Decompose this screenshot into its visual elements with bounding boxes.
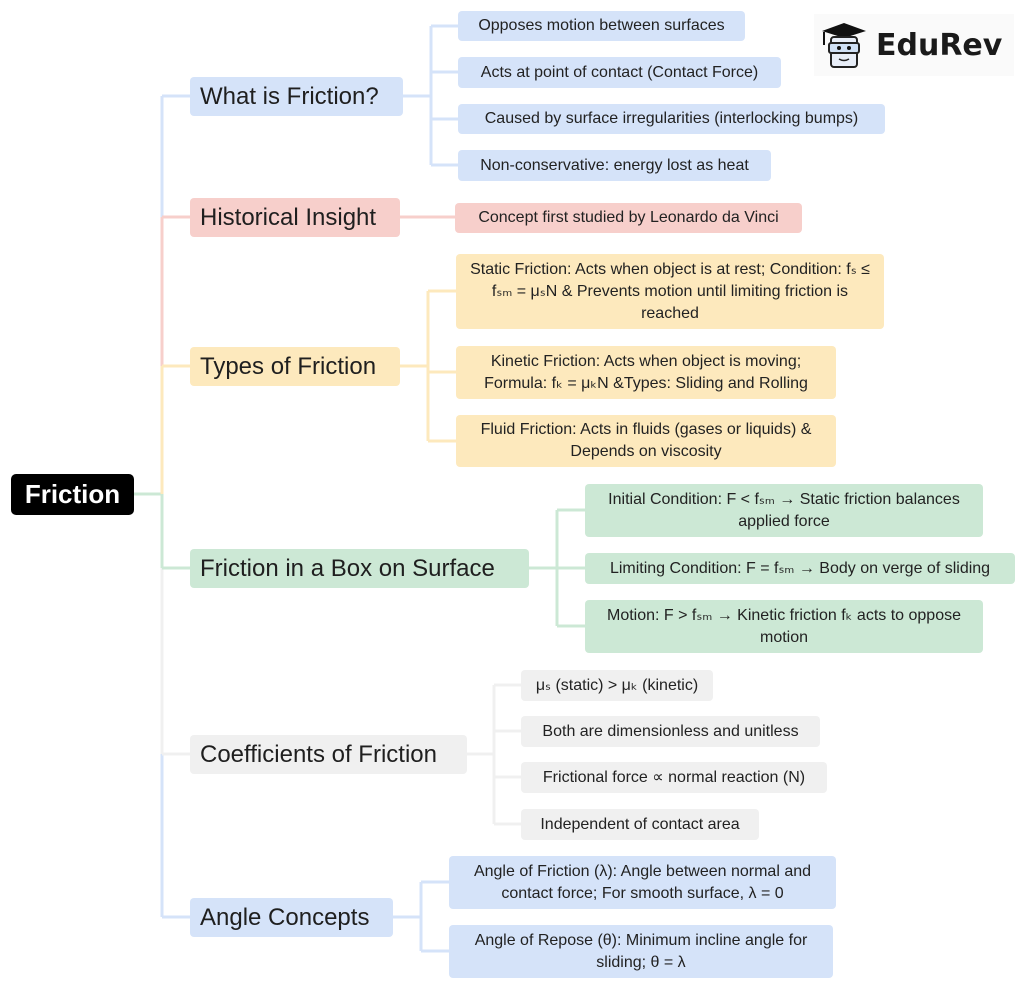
leaf-node: Kinetic Friction: Acts when object is mo… [456,346,836,399]
branch-coefficients-of-friction: Coefficients of Friction [190,735,467,774]
leaf-node: Motion: F > fₛₘ → Kinetic friction fₖ ac… [585,600,983,653]
branch-angle-concepts: Angle Concepts [190,898,393,937]
leaf-node: Non-conservative: energy lost as heat [458,150,771,181]
leaf-node: Frictional force ∝ normal reaction (N) [521,762,827,793]
leaf-node: Limiting Condition: F = fₛₘ → Body on ve… [585,553,1015,584]
branch-types-of-friction: Types of Friction [190,347,400,386]
leaf-node: Angle of Repose (θ): Minimum incline ang… [449,925,833,978]
leaf-node: μₛ (static) > μₖ (kinetic) [521,670,713,701]
leaf-node: Angle of Friction (λ): Angle between nor… [449,856,836,909]
leaf-node: Fluid Friction: Acts in fluids (gases or… [456,415,836,467]
edurev-logo: EduRev [814,14,1014,76]
leaf-node: Both are dimensionless and unitless [521,716,820,747]
root-node-friction: Friction [11,474,134,515]
leaf-node: Acts at point of contact (Contact Force) [458,57,781,88]
leaf-node: Static Friction: Acts when object is at … [456,254,884,329]
branch-historical-insight: Historical Insight [190,198,400,237]
leaf-node: Opposes motion between surfaces [458,11,745,41]
branch-what-is-friction: What is Friction? [190,77,403,116]
leaf-node: Concept first studied by Leonardo da Vin… [455,203,802,233]
leaf-node: Independent of contact area [521,809,759,840]
leaf-node: Initial Condition: F < fₛₘ → Static fric… [585,484,983,537]
graduation-cap-mascot-icon [822,23,866,68]
logo-text: EduRev [876,27,1003,63]
branch-friction-box-surface: Friction in a Box on Surface [190,549,529,588]
leaf-node: Caused by surface irregularities (interl… [458,104,885,134]
